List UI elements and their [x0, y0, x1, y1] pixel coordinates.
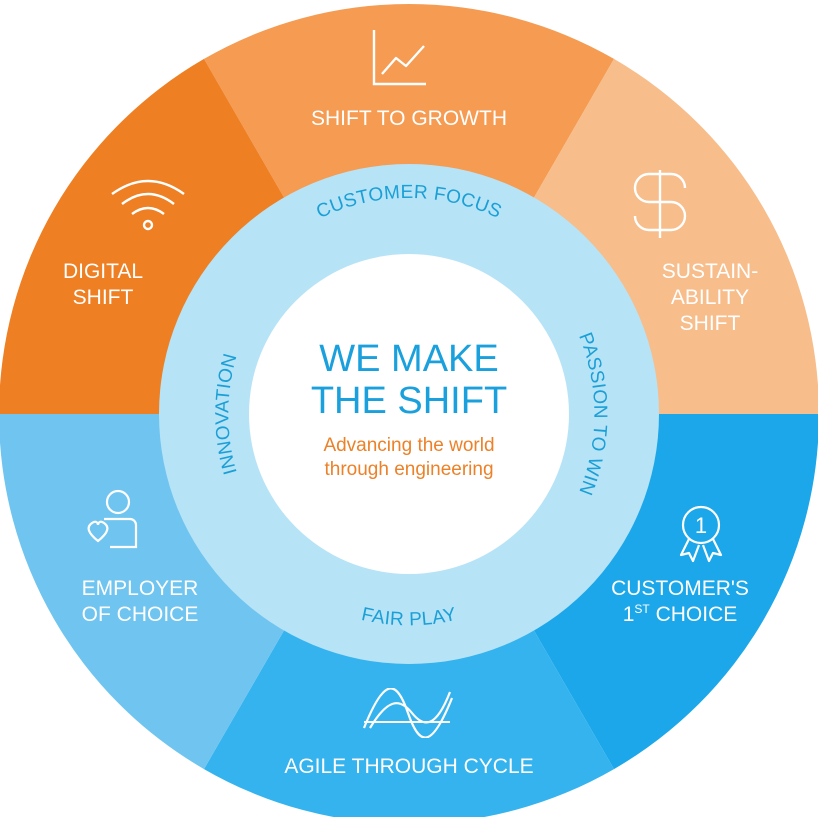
person-heart-icon — [87, 489, 138, 549]
center-title: WE MAKE THE SHIFT — [259, 338, 559, 422]
segment-digital-shift — [0, 58, 285, 414]
agile-through-cycle-text: AGILE THROUGH CYCLE — [284, 755, 534, 778]
line-chart-icon — [372, 30, 426, 86]
sustainability-shift-line3: SHIFT — [679, 312, 741, 335]
segment-label-employer-of-choice: EMPLOYER OF CHOICE — [50, 576, 230, 628]
employer-of-choice-line2: OF CHOICE — [81, 603, 199, 626]
center-title-line1: WE MAKE — [319, 338, 499, 380]
dollar-sign-icon — [633, 170, 687, 238]
sustainability-shift-line1: SUSTAIN- — [661, 260, 759, 283]
digital-shift-line2: SHIFT — [72, 286, 134, 309]
segment-shift-to-growth — [204, 4, 614, 200]
center-title-line2: THE SHIFT — [310, 380, 508, 422]
center-subtitle: Advancing the world through engineering — [259, 434, 559, 482]
first-superscript: ST — [634, 602, 650, 616]
customers-first-choice-line1: CUSTOMER'S — [611, 577, 749, 600]
segment-customers-first-choice — [533, 414, 818, 770]
segment-employer-of-choice — [0, 414, 285, 770]
award-ribbon-icon: 1 — [679, 505, 723, 563]
first-number: 1 — [622, 603, 635, 626]
segment-label-digital-shift: DIGITAL SHIFT — [28, 259, 178, 311]
wifi-icon — [111, 179, 185, 231]
employer-of-choice-line1: EMPLOYER — [81, 577, 199, 600]
segment-sustainability-shift — [533, 58, 818, 414]
segment-label-shift-to-growth: SHIFT TO GROWTH — [289, 106, 529, 132]
shift-to-growth-text: SHIFT TO GROWTH — [310, 107, 507, 130]
sustainability-shift-line2: ABILITY — [670, 286, 750, 309]
wave-cycle-icon — [362, 688, 454, 738]
choice-word: CHOICE — [649, 603, 738, 626]
segment-label-sustainability-shift: SUSTAIN- ABILITY SHIFT — [630, 259, 790, 337]
customers-first-choice-line2: 1ST CHOICE — [595, 602, 765, 628]
segment-label-customers-first-choice: CUSTOMER'S 1ST CHOICE — [595, 576, 765, 628]
center-subtitle-line2: through engineering — [324, 459, 494, 480]
svg-text:1: 1 — [695, 513, 707, 538]
segment-label-agile-through-cycle: AGILE THROUGH CYCLE — [259, 754, 559, 780]
center-subtitle-line1: Advancing the world — [323, 435, 495, 456]
center-disc — [249, 254, 569, 574]
digital-shift-line1: DIGITAL — [62, 260, 144, 283]
